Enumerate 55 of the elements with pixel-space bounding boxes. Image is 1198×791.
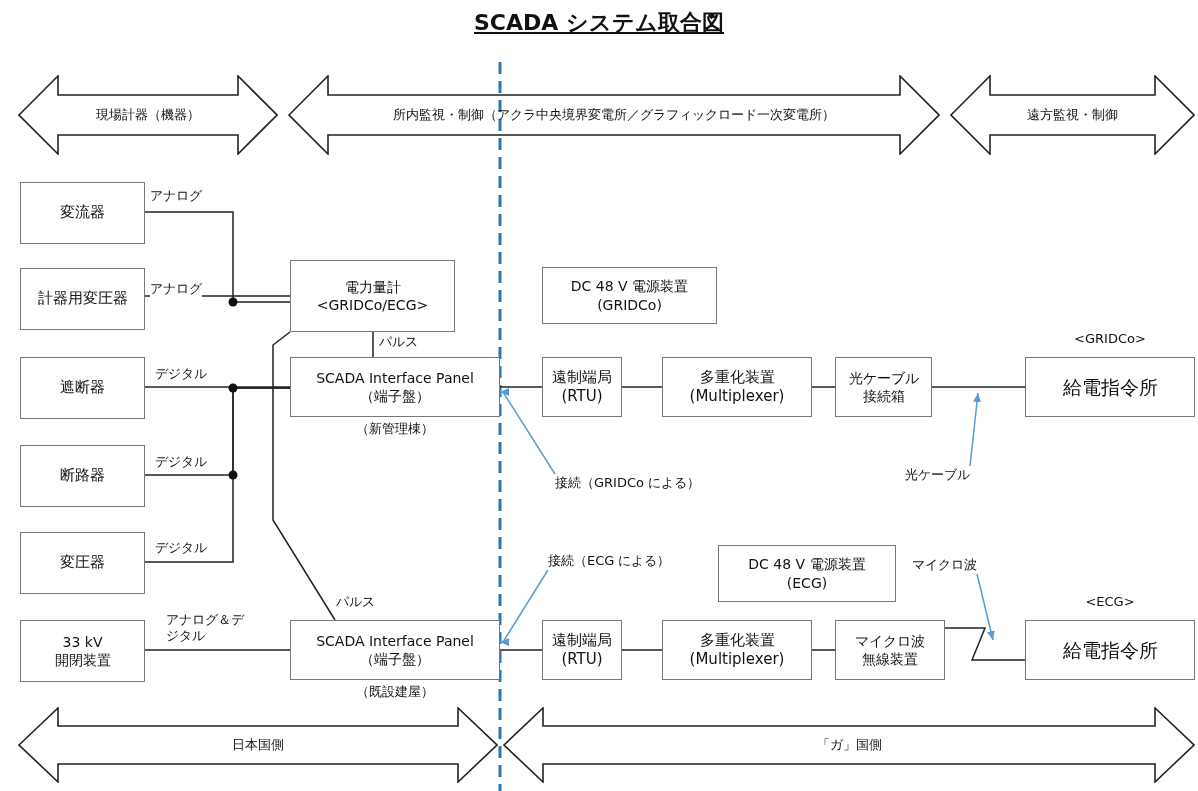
equipment-box: 断路器 bbox=[20, 445, 145, 507]
equipment-box: SCADA Interface Panel （端子盤） bbox=[290, 357, 500, 417]
connector-line bbox=[272, 331, 336, 621]
connector-line bbox=[144, 387, 291, 563]
equipment-box: DC 48 V 電源装置 (GRIDCo) bbox=[542, 267, 717, 324]
edge-label: デジタル bbox=[155, 540, 207, 557]
connector-line bbox=[931, 386, 1026, 388]
equipment-box: 計器用変圧器 bbox=[20, 268, 145, 330]
connector-line bbox=[144, 386, 291, 388]
band-label: 日本国側 bbox=[231, 736, 285, 754]
equipment-box: 光ケーブル接続箱 bbox=[835, 357, 932, 417]
connector-line bbox=[372, 331, 374, 358]
edge-label: アナログ＆デジタル bbox=[166, 612, 244, 645]
equipment-box: 給電指令所 bbox=[1025, 357, 1195, 417]
connector-line bbox=[144, 649, 291, 651]
leader-arrow bbox=[969, 392, 981, 467]
connector-line bbox=[499, 388, 556, 475]
connector-line bbox=[144, 211, 291, 303]
connector-line bbox=[944, 627, 1026, 661]
band-label: 遠方監視・制御 bbox=[1026, 106, 1119, 124]
connector-line bbox=[499, 386, 543, 388]
band-label: 「ガ」国側 bbox=[815, 736, 883, 754]
caption-text: （既設建屋） bbox=[355, 683, 435, 701]
connector-line bbox=[499, 569, 549, 646]
connector-line bbox=[811, 386, 836, 388]
caption-text: （新管理棟） bbox=[355, 420, 435, 438]
equipment-box: 電力量計 <GRIDCo/ECG> bbox=[290, 260, 455, 332]
annotation-text: マイクロ波 bbox=[912, 556, 977, 574]
equipment-box: 遠制端局 (RTU) bbox=[542, 620, 622, 680]
equipment-box: 変流器 bbox=[20, 182, 145, 244]
connector-line bbox=[811, 649, 836, 651]
band-label: 所内監視・制御（アクラ中央境界変電所／グラフィックロード一次変電所） bbox=[392, 106, 836, 124]
diagram-title: SCADA システム取合図 bbox=[474, 10, 724, 35]
annotation-text: 光ケーブル bbox=[905, 466, 970, 484]
equipment-box: 33 kV 開閉装置 bbox=[20, 620, 145, 682]
equipment-box: 遮断器 bbox=[20, 357, 145, 419]
leader-arrow bbox=[976, 573, 995, 641]
edge-label: デジタル bbox=[155, 366, 207, 383]
equipment-box: SCADA Interface Panel （端子盤） bbox=[290, 620, 500, 680]
edge-label: アナログ bbox=[150, 281, 202, 298]
equipment-box: DC 48 V 電源装置 (ECG) bbox=[718, 545, 896, 602]
equipment-box: 変圧器 bbox=[20, 532, 145, 594]
connector-line bbox=[621, 386, 663, 388]
equipment-box: マイクロ波無線装置 bbox=[835, 620, 945, 680]
connector-line bbox=[499, 649, 543, 651]
equipment-box: 多重化装置 (Multiplexer) bbox=[662, 620, 812, 680]
connector-line bbox=[621, 649, 663, 651]
edge-label: デジタル bbox=[155, 454, 207, 471]
equipment-box: 給電指令所 bbox=[1025, 620, 1195, 680]
edge-label: アナログ bbox=[150, 188, 202, 205]
caption-text: <ECG> bbox=[1084, 594, 1136, 609]
band-label: 現場計器（機器） bbox=[95, 106, 201, 124]
equipment-box: 多重化装置 (Multiplexer) bbox=[662, 357, 812, 417]
equipment-box: 遠制端局 (RTU) bbox=[542, 357, 622, 417]
caption-text: <GRIDCo> bbox=[1073, 331, 1147, 346]
